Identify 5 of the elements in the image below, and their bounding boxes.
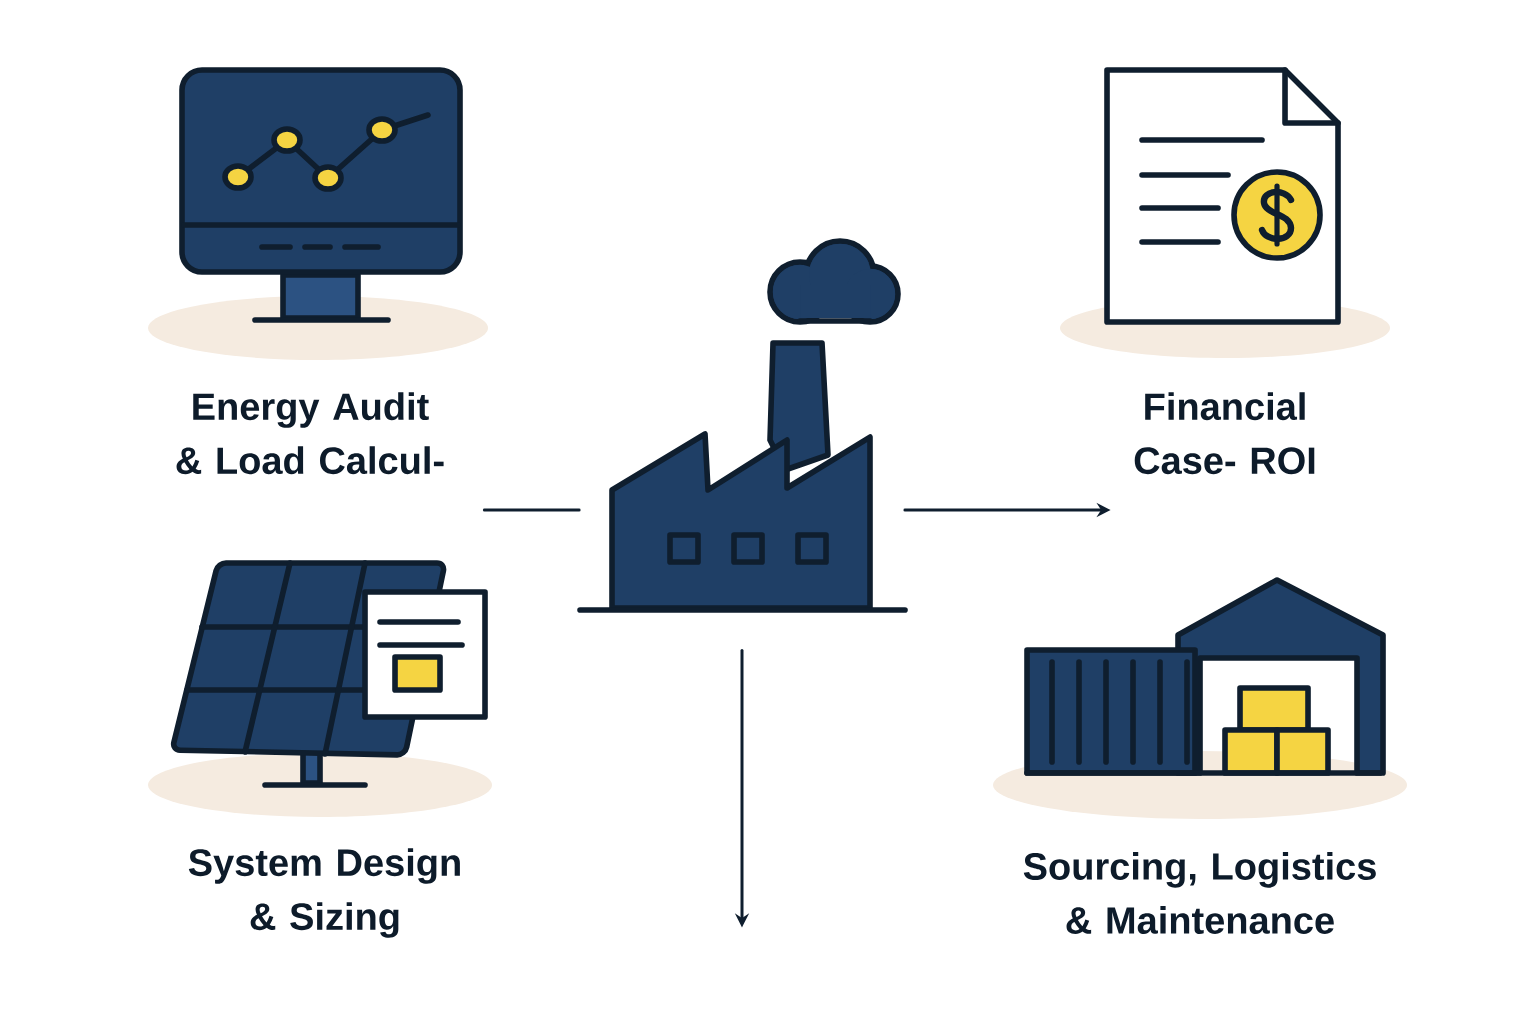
factory-drawing — [577, 238, 908, 613]
step-label: Energy Audit & Load Calcul- — [176, 392, 444, 475]
step-label: Financial Case- ROI — [1134, 392, 1315, 475]
step-label: Sourcing, Logistics & Maintenance — [1023, 852, 1376, 934]
step-label: System Design & Sizing — [188, 848, 460, 938]
